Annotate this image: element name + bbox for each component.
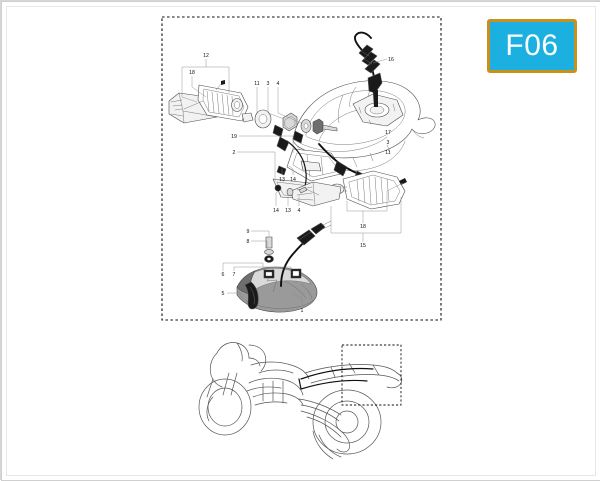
callout-label-14a: 14 [290, 177, 296, 183]
callout-leaders-9-8 [251, 230, 270, 249]
callout-label-15: 15 [360, 243, 366, 249]
callout-leaders-6-7 [222, 262, 292, 271]
part-fasteners-lower [274, 184, 320, 196]
part-fasteners-tail [263, 236, 302, 279]
main-panel-border [161, 16, 442, 321]
part-right-turn-signal [290, 170, 407, 210]
callout-leaders-13-14 [281, 165, 294, 175]
callout-label-7: 7 [233, 272, 236, 278]
callout-label-13b: 13 [285, 208, 291, 214]
callout-label-14b: 14 [273, 208, 279, 214]
vehicle-highlight-box [341, 344, 402, 406]
callout-label-5: 5 [222, 291, 225, 297]
callout-label-12: 12 [203, 53, 209, 59]
callout-label-6: 6 [222, 272, 225, 278]
callout-label-11a: 11 [254, 81, 259, 87]
section-badge: F06 [487, 19, 577, 73]
callout-label-13a: 13 [279, 177, 285, 183]
callout-label-11b: 11 [385, 150, 390, 156]
callout-bracket-12 [181, 59, 230, 103]
callout-leaders-18-15 [330, 182, 404, 242]
part-left-turn-signal [168, 80, 254, 124]
callout-labels: 12 18 11 3 4 16 17 3 11 19 2 13 14 14 13… [189, 53, 394, 314]
callout-label-9: 9 [247, 229, 250, 235]
part-wiring-harness [353, 31, 383, 107]
callout-leaders-14-13-4 [275, 190, 300, 206]
callout-label-3b: 3 [387, 140, 390, 146]
callout-label-8: 8 [247, 239, 250, 245]
callout-label-1: 1 [301, 308, 304, 314]
leader-1 [290, 292, 303, 306]
callout-label-17: 17 [385, 130, 391, 136]
part-harness-mount [352, 93, 404, 127]
callout-label-3a: 3 [267, 81, 270, 87]
callout-label-18a: 18 [189, 70, 195, 76]
leader-16 [372, 58, 388, 64]
part-fasteners-left [254, 109, 338, 144]
callout-leaders-11-3-4 [256, 87, 302, 124]
callout-label-19: 19 [231, 134, 237, 140]
callout-label-18b: 18 [360, 224, 366, 230]
callout-bracket-18 [191, 76, 207, 98]
leader-5 [227, 292, 245, 299]
callout-leaders-19-2 [237, 135, 294, 181]
part-rubber-seal [244, 281, 259, 310]
vehicle-side-view [198, 342, 403, 460]
callout-label-4b: 4 [298, 208, 301, 214]
part-fasteners-mid [276, 165, 287, 176]
callout-label-16: 16 [388, 57, 394, 63]
part-tail-light-cable [280, 220, 332, 287]
callout-label-2: 2 [233, 150, 236, 156]
harness-connectors [358, 44, 381, 74]
callout-label-4a: 4 [277, 81, 280, 87]
